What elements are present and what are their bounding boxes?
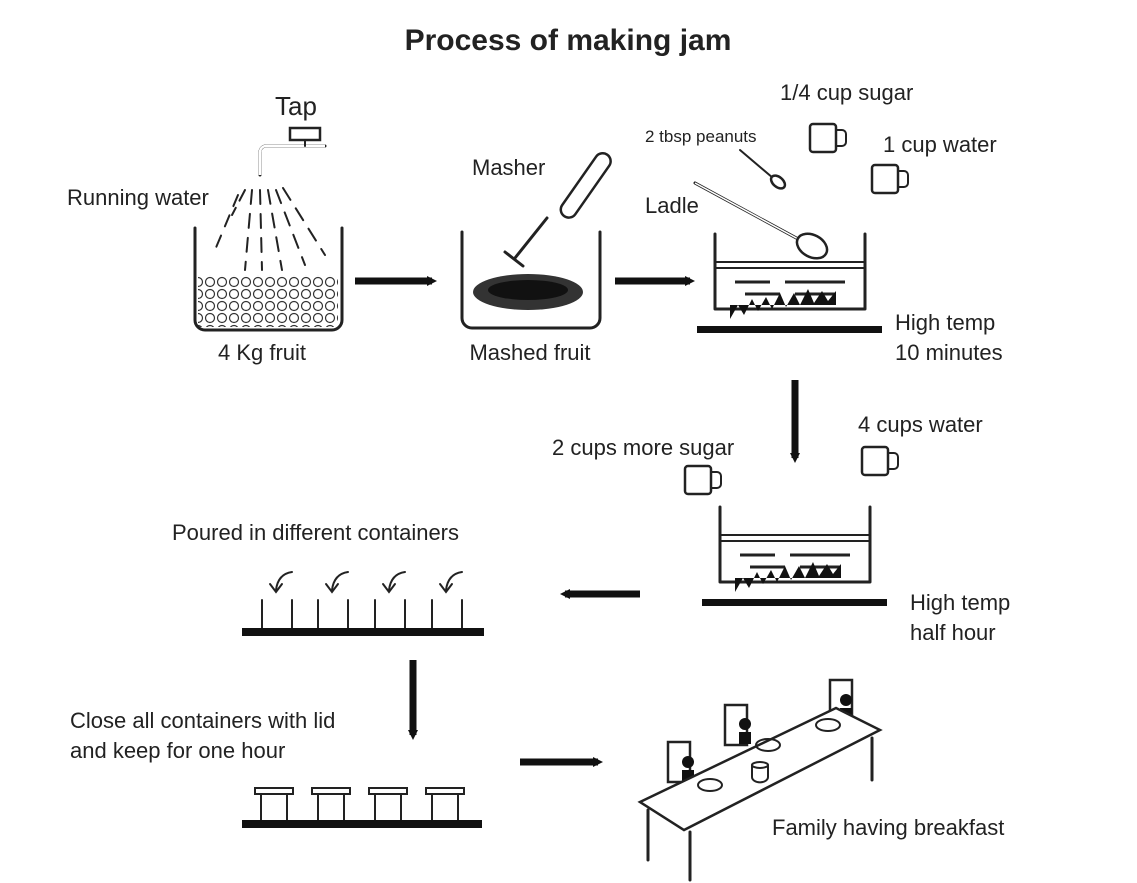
open-containers-icon (242, 571, 484, 636)
sugar-quarter-label: 1/4 cup sugar (780, 80, 913, 105)
boil1-time-label: 10 minutes (895, 340, 1003, 365)
more-sugar-cup-icon (683, 464, 723, 496)
one-cup-water-label: 1 cup water (883, 132, 997, 157)
running-water-icon (214, 187, 326, 271)
boil1-temp-label: High temp (895, 310, 995, 335)
fruit-label: 4 Kg fruit (218, 340, 306, 365)
masher-icon (503, 151, 612, 268)
mashed-fruit-bowl-icon (460, 230, 602, 330)
water-cup-icon (870, 163, 910, 195)
breakfast-table-icon (637, 678, 883, 882)
ladle-icon (693, 181, 829, 260)
tap-label: Tap (275, 91, 317, 121)
breakfast-label: Family having breakfast (772, 815, 1004, 840)
fruit-bowl-icon (193, 226, 344, 332)
boiling-pot-icon-2 (700, 505, 889, 608)
peanuts-label: 2 tbsp peanuts (645, 127, 757, 146)
ladle-label: Ladle (645, 193, 699, 218)
running-water-label: Running water (67, 185, 209, 210)
tap-icon (258, 126, 327, 177)
poured-label: Poured in different containers (172, 520, 459, 545)
four-cups-water-icon (860, 445, 900, 477)
four-cups-water-label: 4 cups water (858, 412, 983, 437)
boil2-time-label: half hour (910, 620, 996, 645)
close-line2-label: and keep for one hour (70, 738, 285, 763)
more-sugar-label: 2 cups more sugar (552, 435, 734, 460)
diagram-title: Process of making jam (405, 24, 732, 57)
boiling-pot-icon-1 (695, 232, 884, 335)
boil2-temp-label: High temp (910, 590, 1010, 615)
close-line1-label: Close all containers with lid (70, 708, 335, 733)
masher-label: Masher (472, 155, 545, 180)
closed-containers-icon (242, 787, 482, 828)
mashed-fruit-label: Mashed fruit (469, 340, 590, 365)
spoon-icon (739, 149, 787, 190)
sugar-cup-icon (808, 122, 848, 154)
